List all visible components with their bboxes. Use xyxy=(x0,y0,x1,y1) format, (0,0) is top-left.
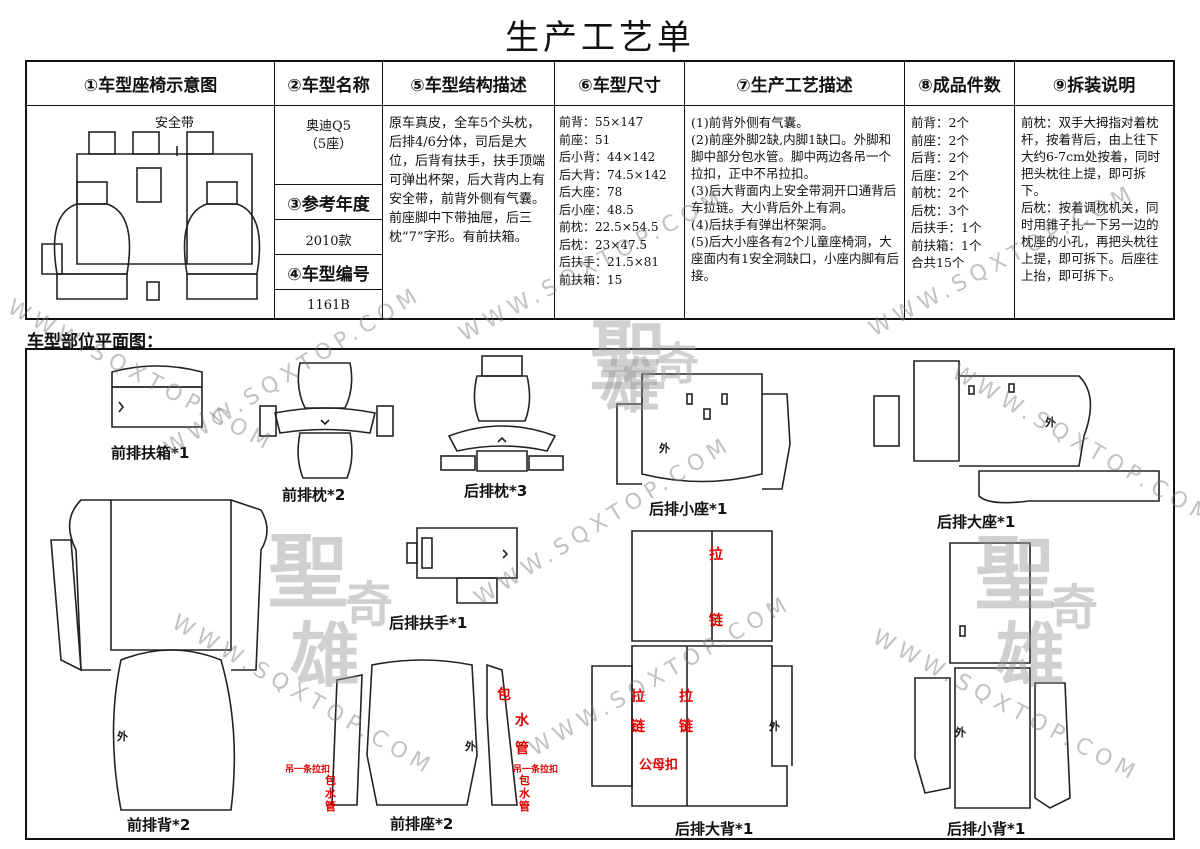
process-column: ⑦生产工艺描述 (1)前背外侧有气囊。 (2)前座外脚2缺,内脚1缺口。外脚和脚… xyxy=(685,62,905,318)
size-header: ⑥车型尺寸 xyxy=(555,62,684,106)
front-seat-outer-mark: 外 xyxy=(465,740,476,753)
rear-big-seat-label: 后排大座*1 xyxy=(937,513,1016,531)
seat-diagram-column: ①车型座椅示意图 安全带 xyxy=(27,62,275,318)
front-seat-pattern xyxy=(331,659,518,806)
front-armbox-label: 前排扶箱*1 xyxy=(111,444,190,462)
rear-big-back-zipper-left-1: 拉 xyxy=(631,689,645,705)
front-seat-wrap-2: 水 xyxy=(515,713,529,729)
rear-big-back-male-female-clip: 公母扣 xyxy=(639,758,679,773)
front-back-outer-mark: 外 xyxy=(117,730,128,743)
model-name-value: 奥迪Q5 （5座） xyxy=(304,119,353,152)
rear-big-back-outer-mark: 外 xyxy=(769,720,780,733)
rear-pillow-pattern xyxy=(440,355,564,472)
front-seat-label: 前排座*2 xyxy=(390,815,454,833)
process-header: ⑦生产工艺描述 xyxy=(685,62,904,106)
pattern-plan-area: 前排扶箱*1 前排枕*2 后排枕*3 外 后排小座*1 xyxy=(25,348,1175,840)
front-seat-wrap-3: 管 xyxy=(515,741,529,757)
install-text: 前枕：双手大拇指对着枕杆，按着背后，由上往下大约6-7cm处按着，同时把头枕往上… xyxy=(1021,115,1160,283)
rear-armrest-pattern xyxy=(406,527,518,604)
plan-section-title: 车型部位平面图： xyxy=(27,332,163,352)
rear-big-seat-outer-mark: 外 xyxy=(1045,416,1056,429)
rear-big-back-zipper-top-2: 链 xyxy=(709,613,723,629)
model-code-value: 1161B xyxy=(307,298,350,313)
seat-diagram-image xyxy=(41,131,261,301)
front-seat-hang-clip-left: 吊一条拉扣 xyxy=(285,765,331,775)
model-name-header: ②车型名称 xyxy=(275,62,382,106)
rear-small-seat-outer-mark: 外 xyxy=(659,442,670,455)
seat-diagram-header: ①车型座椅示意图 xyxy=(27,62,274,106)
size-column: ⑥车型尺寸 前背：55×147 前座：51 后小背：44×142 后大背：74.… xyxy=(555,62,685,318)
rear-big-back-zipper-top-1: 拉 xyxy=(709,547,723,563)
rear-big-back-zipper-right-1: 拉 xyxy=(679,689,693,705)
pieces-column: ⑧成品件数 前背：2个 前座：2个 后背：2个 后座：2个 前枕：2个 后枕：3… xyxy=(905,62,1015,318)
front-seat-hang-clip-right: 吊一条拉扣 xyxy=(513,765,559,775)
rear-big-back-label: 后排大背*1 xyxy=(675,820,754,838)
rear-small-back-outer-mark: 外 xyxy=(955,726,966,739)
rear-armrest-label: 后排扶手*1 xyxy=(389,614,468,632)
pieces-text: 前背：2个 前座：2个 后背：2个 后座：2个 前枕：2个 后枕：3个 后扶手：… xyxy=(911,115,982,270)
seatbelt-label: 安全带 xyxy=(155,116,195,131)
rear-small-back-pattern xyxy=(914,542,1071,809)
rear-big-back-pattern xyxy=(591,530,793,807)
size-text: 前背：55×147 前座：51 后小背：44×142 后大背：74.5×142 … xyxy=(559,115,667,287)
front-pillow-label: 前排枕*2 xyxy=(282,486,346,504)
structure-column: ⑤车型结构描述 原车真皮，全车5个头枕，后排4/6分体，司后是大位，后背有扶手，… xyxy=(383,62,555,318)
rear-big-back-zipper-left-2: 链 xyxy=(631,719,645,735)
install-header: ⑨拆装说明 xyxy=(1015,62,1173,106)
rear-pillow-label: 后排枕*3 xyxy=(464,482,528,500)
structure-text: 原车真皮，全车5个头枕，后排4/6分体，司后是大位，后背有扶手，扶手顶端可弹出杯… xyxy=(389,116,546,245)
front-back-label: 前排背*2 xyxy=(127,816,191,834)
front-seat-wrap-1: 包 xyxy=(497,687,511,703)
reference-year-header: ③参考年度 xyxy=(275,184,382,220)
rear-big-seat-pattern xyxy=(873,360,1160,504)
model-info-column: ②车型名称 奥迪Q5 （5座） ③参考年度 2010款 ④车型编号 1161B xyxy=(275,62,383,318)
install-column: ⑨拆装说明 前枕：双手大拇指对着枕杆，按着背后，由上往下大约6-7cm处按着，同… xyxy=(1015,62,1173,318)
rear-small-seat-pattern xyxy=(616,373,791,490)
front-seat-wrap-right: 包 水 管 xyxy=(519,774,530,813)
document-title: 生产工艺单 xyxy=(505,18,695,58)
rear-big-back-zipper-right-2: 链 xyxy=(679,719,693,735)
front-back-pattern xyxy=(50,499,268,811)
rear-small-seat-label: 后排小座*1 xyxy=(649,500,728,518)
model-code-header: ④车型编号 xyxy=(275,254,382,290)
front-seat-wrap-left: 包 水 管 xyxy=(325,774,336,813)
front-armbox-pattern xyxy=(111,365,203,428)
spec-table: ①车型座椅示意图 安全带 ②车型名称 奥迪Q5 （5座） ③参考年度 2010款… xyxy=(25,60,1175,320)
pieces-header: ⑧成品件数 xyxy=(905,62,1014,106)
reference-year-value: 2010款 xyxy=(305,234,352,249)
rear-small-back-label: 后排小背*1 xyxy=(947,820,1026,838)
front-pillow-pattern xyxy=(259,362,394,479)
structure-header: ⑤车型结构描述 xyxy=(383,62,554,106)
process-text: (1)前背外侧有气囊。 (2)前座外脚2缺,内脚1缺口。外脚和脚中部分包水管。脚… xyxy=(691,115,899,283)
